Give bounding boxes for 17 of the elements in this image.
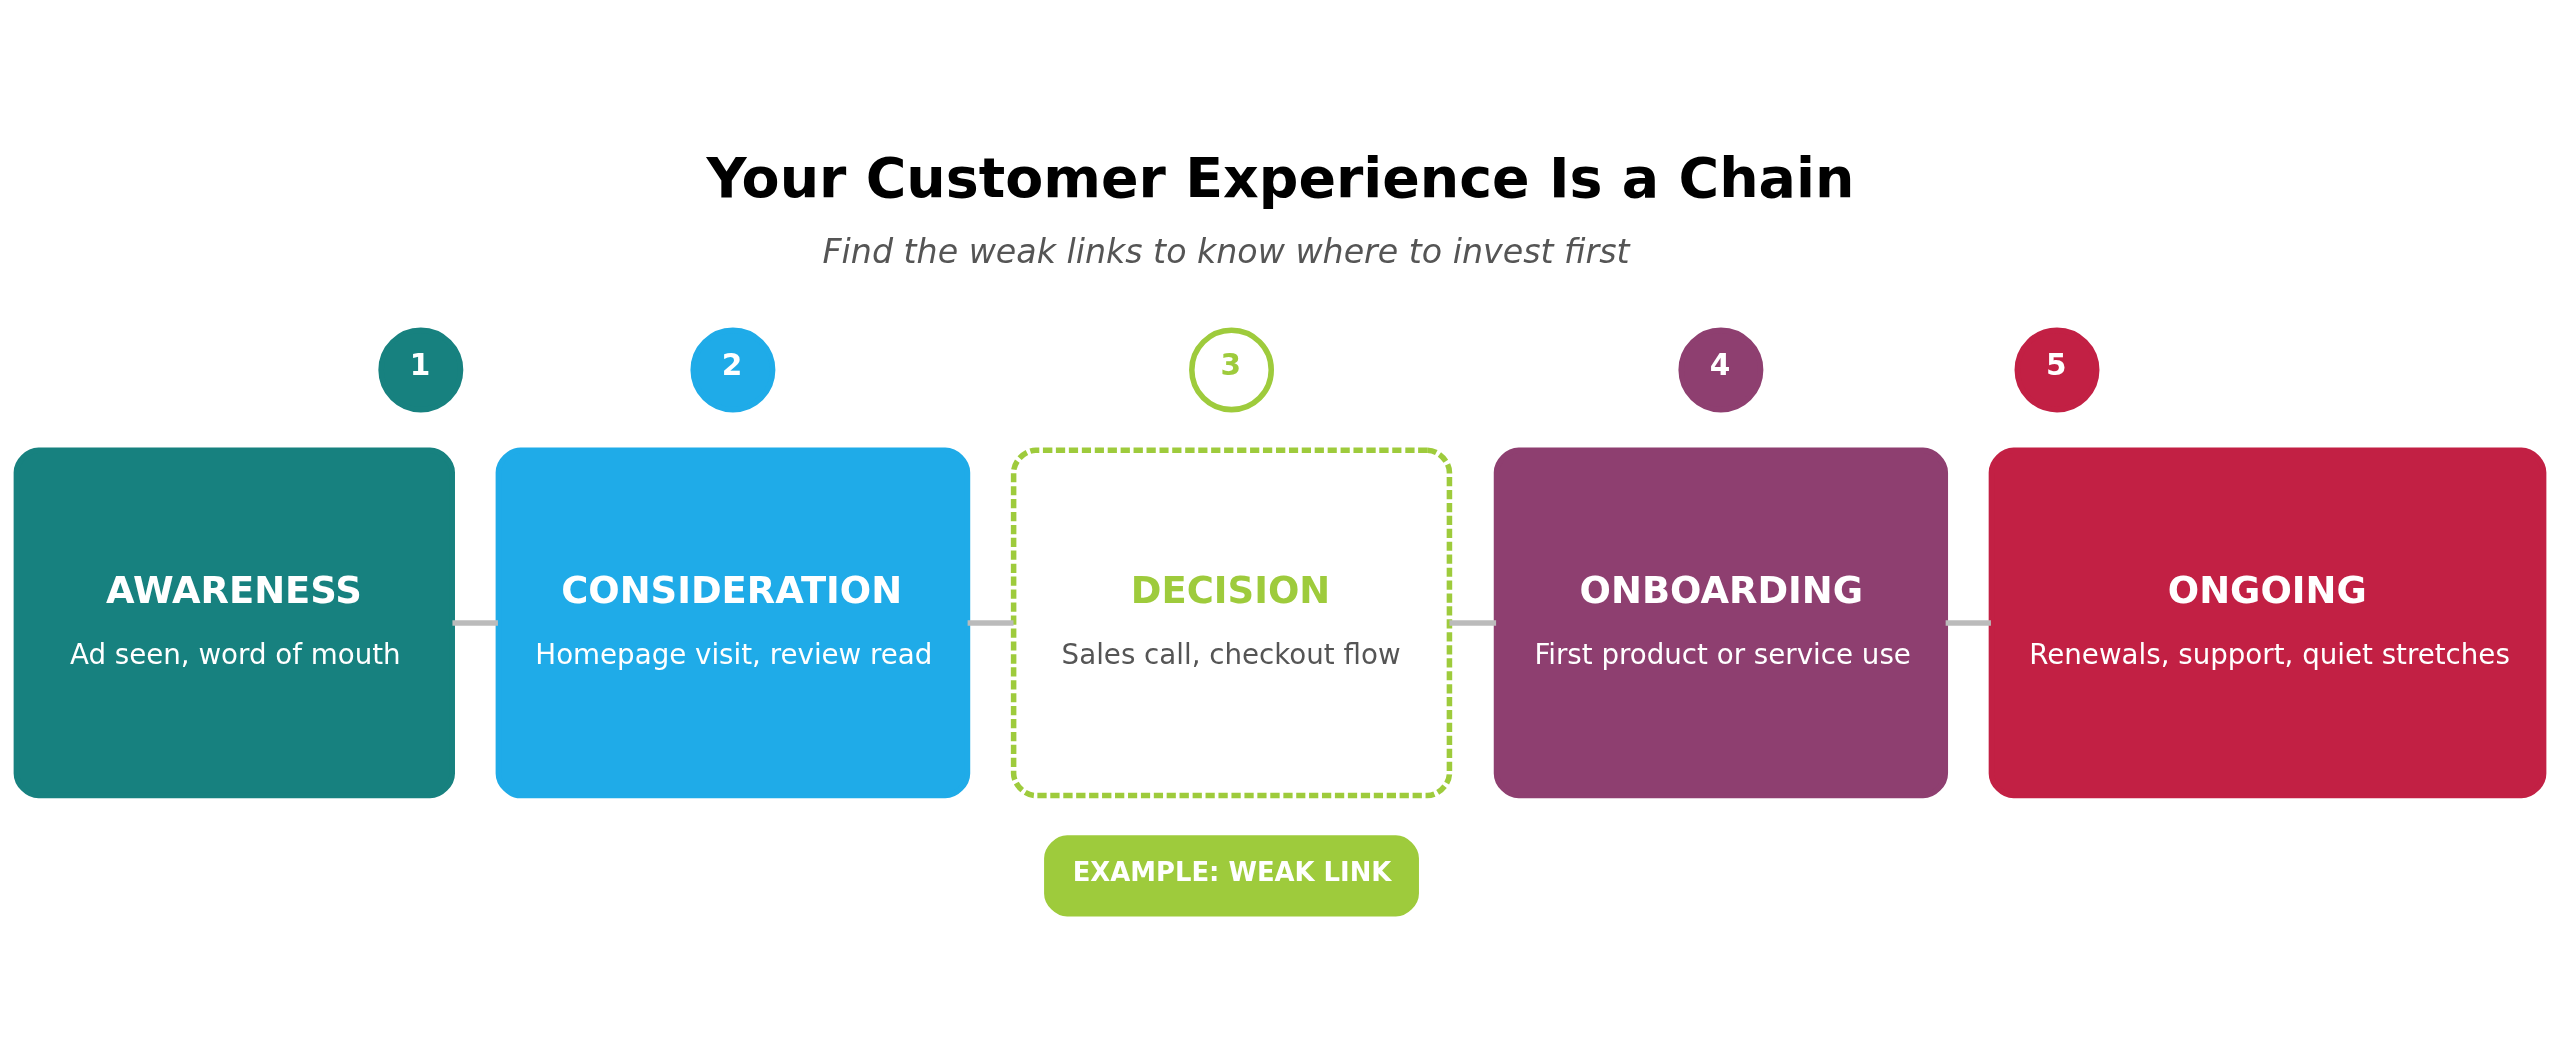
node-box: ONBOARDING First product or service use (1493, 447, 1949, 798)
node-box: DECISION Sales call, checkout flow (1010, 447, 1453, 798)
node-box: ONGOING Renewals, support, quiet stretches (1988, 447, 2547, 798)
connector (452, 619, 498, 626)
node-circle: 5 (2014, 326, 2100, 412)
connector (1945, 619, 1991, 626)
connector (1449, 619, 1497, 626)
node-box: AWARENESS Ad seen, word of mouth (13, 447, 455, 798)
node-circle: 4 (1678, 326, 1764, 412)
node-circle: 2 (690, 326, 776, 412)
node-circle: 1 (378, 326, 464, 412)
label: Find the weak links to know where to invest first (822, 231, 1630, 271)
diagram-title: Your Customer Experience Is a Chain (706, 145, 1855, 210)
node-box: EXAMPLE: WEAK LINK (1044, 834, 1419, 917)
connector (967, 619, 1014, 626)
node-circle: 3 (1189, 326, 1274, 412)
node-box: CONSIDERATION Homepage visit, review read (495, 447, 971, 798)
